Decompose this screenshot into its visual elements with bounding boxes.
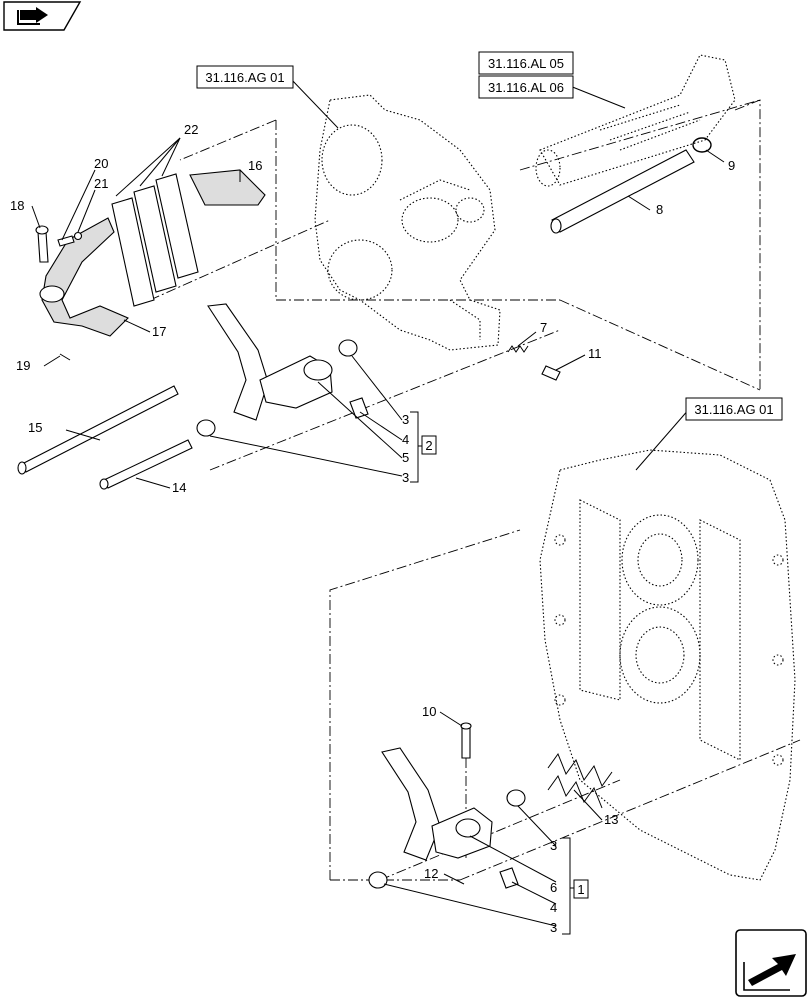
part-20-bolt [57,235,75,247]
part-16-plate [189,169,266,206]
group2-item-3b: 3 [402,470,409,485]
ref-shaft-b-text: 31.116.AL 06 [488,80,564,95]
part-18-bolt [35,225,49,263]
group1-item-3b: 3 [550,920,557,935]
part-8-rod [550,149,695,234]
part-19-pin [59,353,71,361]
part-3-sleeve-bottom-a [506,789,526,807]
group-2-label: 2 [425,438,432,453]
callout-14: 14 [172,480,186,495]
part-3-sleeve-top-a [338,339,358,357]
bottom-housing [539,449,796,881]
ref-shaft-a[interactable]: 31.116.AL 05 [478,51,574,75]
group1-item-3a: 3 [550,838,557,853]
group2-item-3a: 3 [402,412,409,427]
group2-item-5: 5 [402,450,409,465]
part-22-shims [111,173,199,307]
leader-lines [31,77,725,927]
bottom-shift-fork [381,747,493,861]
ref-top-housing-text: 31.116.AG 01 [205,70,284,85]
callout-7: 7 [540,320,547,335]
callout-10: 10 [422,704,436,719]
group2-item-4: 4 [402,432,409,447]
splined-shaft [535,54,736,187]
bottom-assembly-frame [329,529,801,881]
part-21-washer [73,231,83,241]
group1-item-4: 4 [550,900,557,915]
callout-16: 16 [248,158,262,173]
ref-shaft-b[interactable]: 31.116.AL 06 [478,75,574,99]
ref-bottom-housing-text: 31.116.AG 01 [694,402,773,417]
part-3-sleeve-bottom-b [368,871,388,889]
callout-11: 11 [588,346,602,361]
callout-22: 22 [184,122,198,137]
callout-13: 13 [604,812,618,827]
part-7-spring [507,345,529,353]
callout-20: 20 [94,156,108,171]
top-assembly-frame [179,99,761,391]
part-11-pin [541,365,561,381]
part-4-roller-top [349,397,369,419]
part-13-spring [547,752,613,809]
next-page-arrow-icon[interactable] [735,929,807,997]
part-17-lever [39,217,129,337]
ref-top-housing[interactable]: 31.116.AG 01 [196,65,294,89]
group-1-label: 1 [577,882,584,897]
part-14-shaft [99,439,193,490]
callout-18: 18 [10,198,24,213]
ref-shaft-a-text: 31.116.AL 05 [488,56,564,71]
group-bracket-bottom [562,837,574,935]
book-arrow-icon[interactable] [3,1,82,31]
top-housing [314,94,501,351]
callout-19: 19 [16,358,30,373]
axis-lines [149,99,761,881]
callout-15: 15 [28,420,42,435]
callout-17: 17 [152,324,166,339]
group-box-1: 1 [573,879,589,899]
group-bracket-top [410,411,422,483]
top-shift-fork [207,303,333,421]
part-15-shaft [17,385,179,475]
callout-12: 12 [424,866,438,881]
part-3-sleeve-top-b [196,419,216,437]
part-10-pin [460,722,472,759]
callout-21: 21 [94,176,108,191]
part-4-roller-bottom [499,867,519,889]
callout-8: 8 [656,202,663,217]
group-box-2: 2 [421,435,437,455]
ref-bottom-housing[interactable]: 31.116.AG 01 [685,397,783,421]
group1-item-6: 6 [550,880,557,895]
part-9-snap-ring [692,137,712,153]
callout-9: 9 [728,158,735,173]
